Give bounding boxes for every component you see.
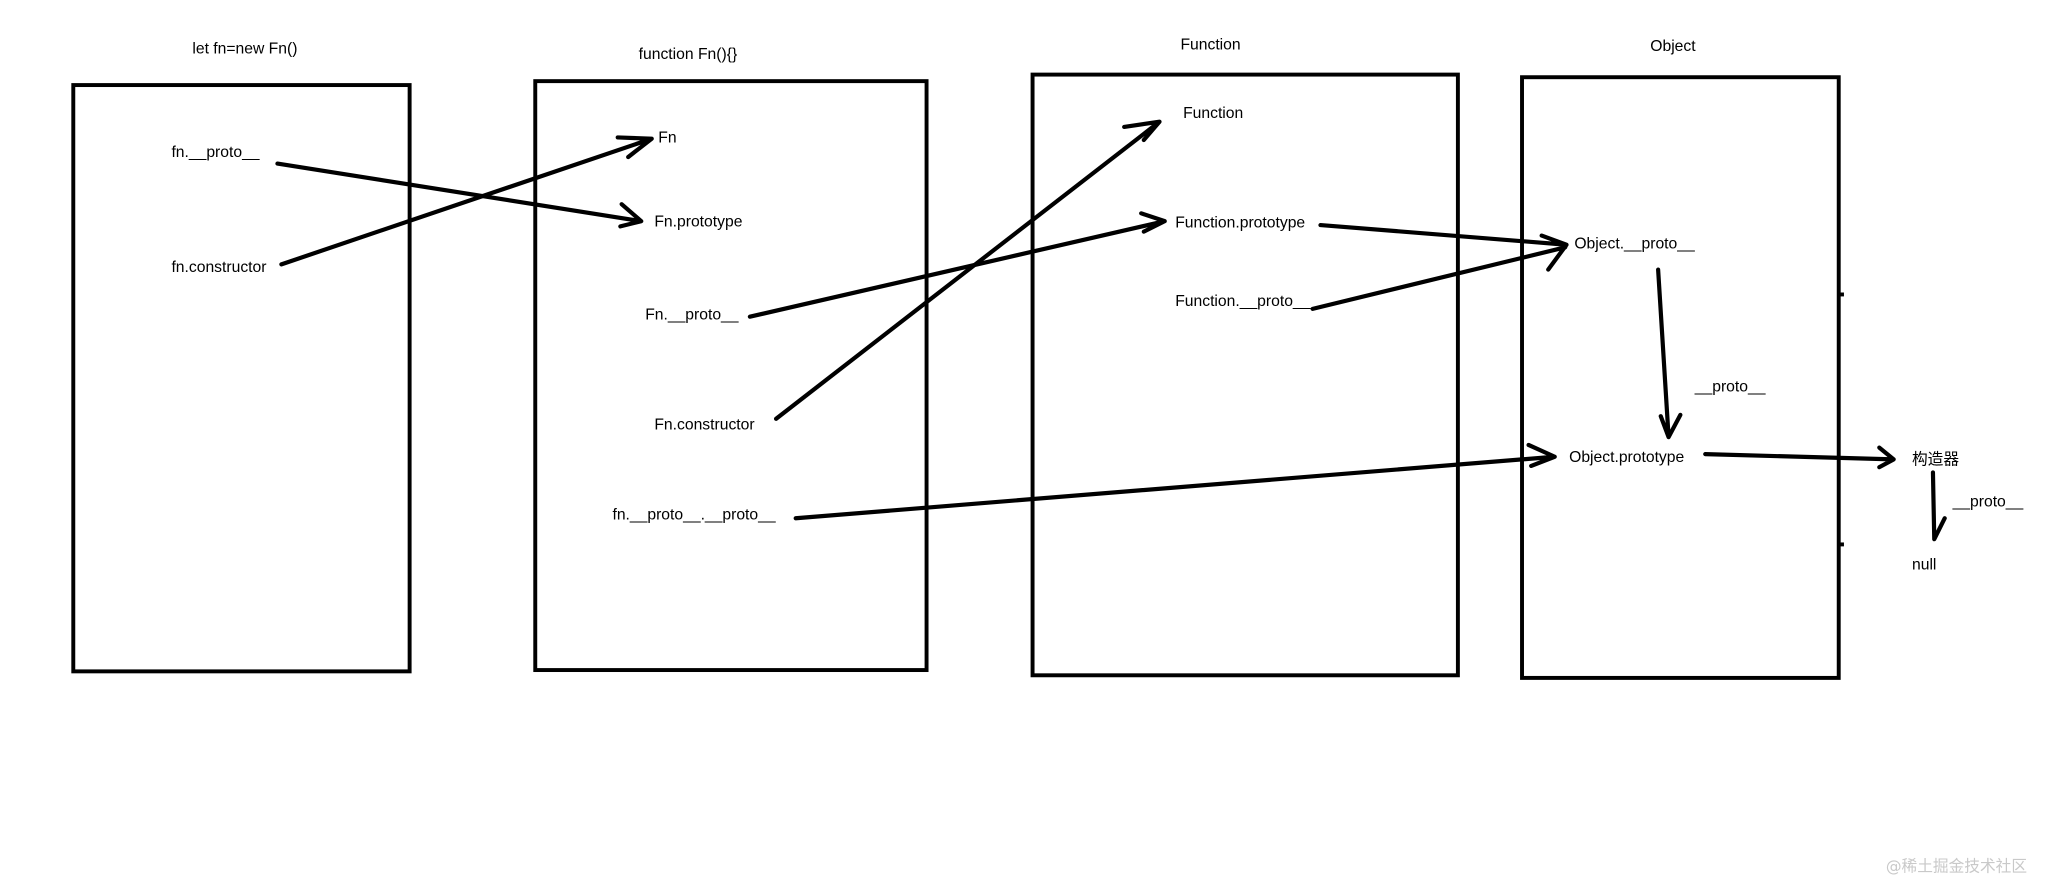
label-null: null: [1912, 556, 1936, 573]
arrow-Object-proto-to-Object-prototype: [1656, 267, 1683, 440]
label-fn-constructor: fn.constructor: [171, 259, 266, 276]
label-Fn-proto: Fn.__proto__: [645, 306, 739, 323]
label-proto-edge: __proto__: [1694, 378, 1766, 395]
arrow-Fn-constructor-to-Function: [773, 119, 1162, 421]
label-Function-proto: Function.__proto__: [1175, 293, 1310, 310]
header-fn-declaration: function Fn(){}: [639, 46, 738, 63]
label-Fn-constructor: Fn.constructor: [654, 416, 754, 433]
arrow-fn-proto-to-Fn-prototype: [275, 161, 644, 229]
box-object: [1520, 75, 1841, 680]
arrow-Object-prototype-to-constructor: [1703, 445, 1896, 470]
header-instance: let fn=new Fn(): [192, 41, 297, 58]
watermark: @稀土掘金技术社区: [1886, 857, 2027, 876]
box-function: [1030, 72, 1460, 678]
label-Object-prototype: Object.prototype: [1569, 449, 1684, 466]
arrow-fn-constructor-to-Fn: [279, 135, 654, 267]
label-fn-proto: fn.__proto__: [171, 144, 259, 161]
arrow-Function-prototype-to-Object-proto: [1318, 223, 1569, 272]
label-Fn: Fn: [658, 130, 676, 147]
label-fn-proto-proto: fn.__proto__.__proto__: [612, 507, 775, 524]
box-fn: [533, 79, 929, 673]
label-constructor-cn: 构造器: [1912, 451, 1959, 469]
label-Object-proto: Object.__proto__: [1574, 236, 1695, 253]
box-instance: [71, 83, 412, 674]
header-object: Object: [1650, 38, 1696, 55]
label-Fn-prototype: Fn.prototype: [654, 213, 742, 230]
arrow-Fn-proto-to-Function-prototype: [747, 211, 1167, 319]
arrow-Function-proto-to-Object-proto: [1310, 245, 1568, 311]
label-Function: Function: [1183, 105, 1243, 122]
arrow-constructor-to-null: [1930, 470, 1947, 542]
label-proto-edge-2: __proto__: [1952, 493, 2024, 510]
label-Function-prototype: Function.prototype: [1175, 215, 1305, 232]
arrow-fn-proto-proto-to-Object-prototype: [793, 442, 1557, 521]
header-function: Function: [1180, 37, 1240, 54]
